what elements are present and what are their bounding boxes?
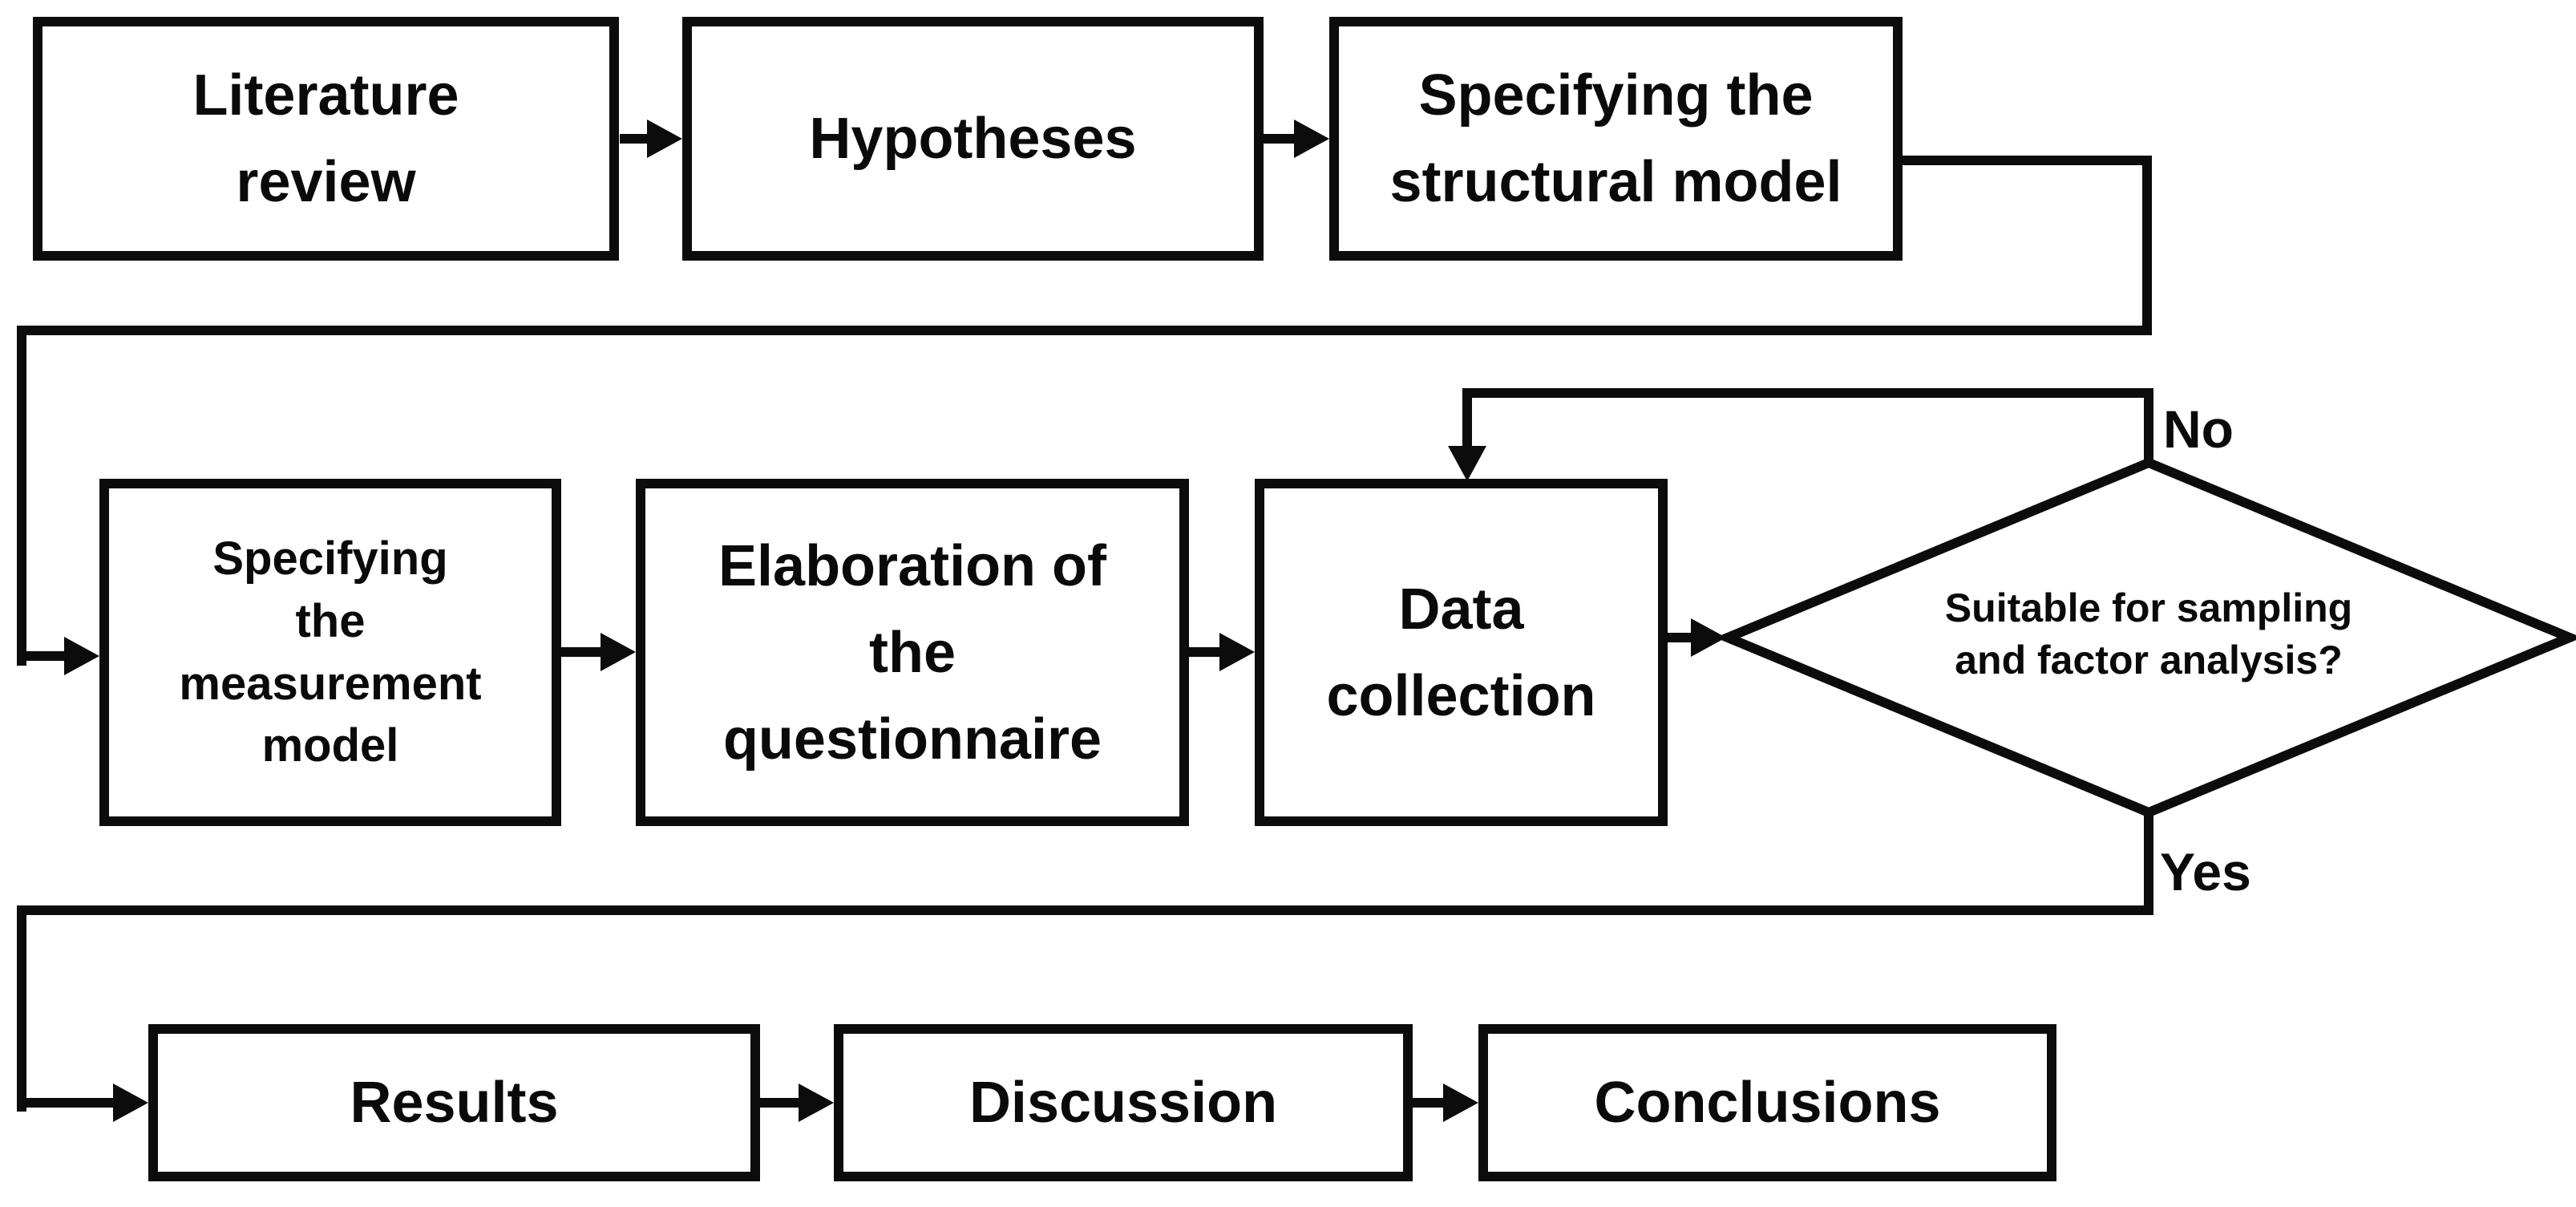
arrow-results-discussion-line bbox=[760, 1098, 799, 1108]
arrow-literature-hypotheses-line bbox=[620, 134, 655, 144]
node-conclusions-label: Conclusions bbox=[1594, 1071, 1941, 1135]
edge-label-yes: Yes bbox=[2160, 842, 2251, 901]
edge-label-no: No bbox=[2163, 399, 2234, 459]
arrow-datacollection-decision-line bbox=[1668, 633, 1691, 642]
node-structural-model: Specifying the structural model bbox=[1329, 17, 1903, 261]
node-data-collection: Data collection bbox=[1255, 479, 1668, 826]
connector-no-loop-arrowhead bbox=[1448, 446, 1486, 481]
connector-structural-measurement-seg3 bbox=[22, 326, 2152, 335]
node-results-label: Results bbox=[350, 1071, 559, 1135]
node-hypotheses: Hypotheses bbox=[682, 17, 1264, 261]
connector-yes-seg1 bbox=[2144, 810, 2153, 915]
arrow-questionnaire-datacollection-line bbox=[1189, 647, 1219, 657]
node-literature-review: Literature review bbox=[33, 17, 619, 261]
arrow-measurement-questionnaire-arrowhead bbox=[601, 633, 636, 671]
connector-structural-measurement-seg2 bbox=[2142, 156, 2152, 335]
connector-yes-seg2 bbox=[22, 905, 2153, 915]
node-questionnaire-label: Elaboration of the questionnaire bbox=[718, 533, 1106, 772]
arrow-datacollection-decision-arrowhead bbox=[1691, 618, 1726, 657]
arrow-questionnaire-datacollection-arrowhead bbox=[1219, 633, 1255, 671]
node-measurement-model: Specifying the measurement model bbox=[99, 479, 561, 826]
node-hypotheses-label: Hypotheses bbox=[809, 107, 1137, 171]
arrow-literature-hypotheses-arrowhead bbox=[647, 119, 682, 158]
node-discussion-label: Discussion bbox=[969, 1071, 1278, 1135]
decision-diamond-shape bbox=[1721, 457, 2576, 818]
connector-structural-measurement-seg4 bbox=[17, 326, 26, 666]
node-measurement-model-label: Specifying the measurement model bbox=[179, 533, 482, 772]
node-questionnaire: Elaboration of the questionnaire bbox=[636, 479, 1189, 826]
node-conclusions: Conclusions bbox=[1478, 1024, 2056, 1181]
connector-yes-seg3 bbox=[17, 905, 26, 1112]
connector-no-loop-seg3 bbox=[1462, 388, 1472, 446]
node-structural-model-label: Specifying the structural model bbox=[1389, 63, 1842, 214]
connector-no-loop-seg1 bbox=[2144, 388, 2153, 466]
decision-diamond bbox=[1721, 457, 2576, 818]
node-literature-review-label: Literature review bbox=[192, 63, 459, 214]
arrow-hypotheses-structural-arrowhead bbox=[1294, 119, 1329, 158]
arrow-hypotheses-structural-line bbox=[1264, 134, 1299, 144]
arrow-discussion-conclusions-arrowhead bbox=[1443, 1083, 1478, 1122]
connector-no-loop-seg2 bbox=[1462, 388, 2153, 398]
arrow-measurement-questionnaire-line bbox=[561, 647, 601, 657]
connector-structural-measurement-seg5 bbox=[17, 651, 67, 661]
node-discussion: Discussion bbox=[834, 1024, 1413, 1181]
arrow-discussion-conclusions-line bbox=[1413, 1098, 1443, 1108]
connector-structural-measurement-arrowhead bbox=[64, 637, 99, 675]
node-data-collection-label: Data collection bbox=[1326, 577, 1596, 728]
connector-structural-measurement-seg1 bbox=[1903, 156, 2152, 165]
connector-yes-seg4 bbox=[17, 1098, 113, 1108]
arrow-results-discussion-arrowhead bbox=[799, 1083, 834, 1122]
connector-yes-arrowhead bbox=[113, 1083, 148, 1122]
decision-diamond-label: Suitable for sampling and factor analysi… bbox=[1944, 585, 2353, 682]
node-results: Results bbox=[148, 1024, 760, 1181]
